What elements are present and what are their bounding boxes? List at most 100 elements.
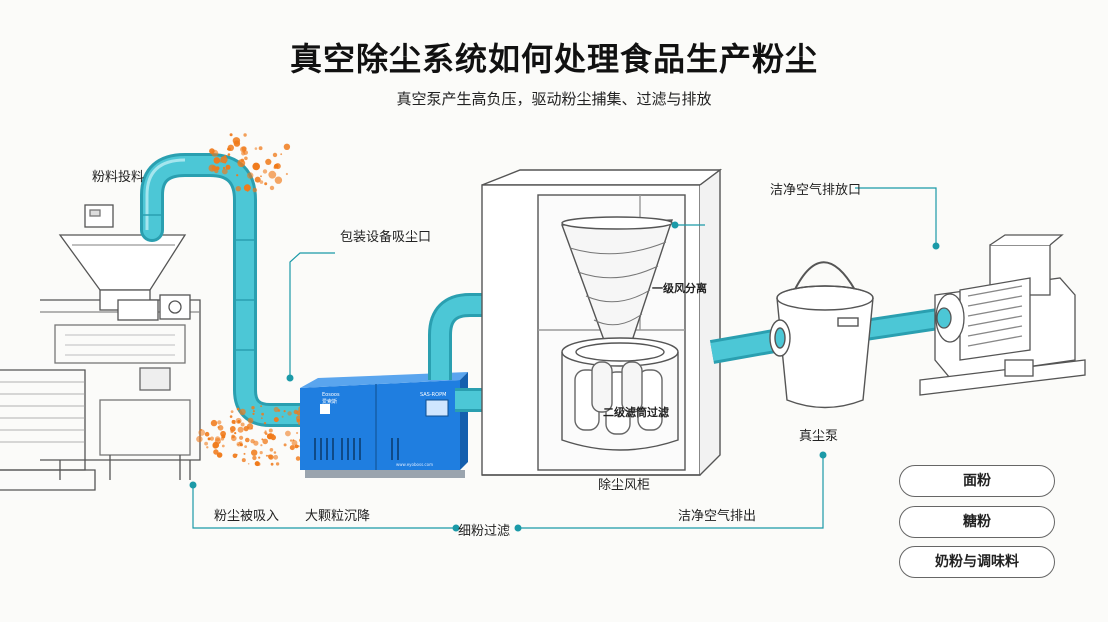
dust-particle bbox=[236, 407, 240, 411]
label-pump: 真尘泵 bbox=[799, 429, 839, 444]
bucket-separator bbox=[769, 261, 874, 409]
dust-particle bbox=[258, 456, 261, 459]
dust-particle bbox=[283, 410, 286, 413]
dust-particle bbox=[227, 148, 230, 151]
dust-particle bbox=[273, 406, 279, 413]
dust-particle bbox=[235, 417, 242, 424]
dust-particle bbox=[296, 431, 299, 435]
dust-particle bbox=[237, 159, 246, 168]
dust-particle bbox=[252, 187, 258, 193]
intake-pipe bbox=[140, 153, 312, 427]
unit-brand: Eosoos bbox=[322, 392, 340, 398]
dust-particle bbox=[216, 452, 223, 458]
dust-particle bbox=[231, 435, 237, 442]
dust-particle bbox=[208, 164, 216, 172]
dust-particle bbox=[240, 422, 245, 427]
dust-particle bbox=[260, 405, 262, 408]
dust-particle bbox=[227, 153, 231, 156]
dust-particle bbox=[217, 420, 222, 425]
dust-particle bbox=[269, 433, 273, 437]
dust-particle bbox=[236, 174, 239, 177]
label-fine-filter: 细粉过滤 bbox=[458, 524, 511, 539]
dust-particle bbox=[273, 163, 279, 169]
dust-particle bbox=[237, 426, 244, 433]
dust-particle bbox=[268, 454, 274, 460]
label-settling: 大颗粒沉降 bbox=[305, 509, 371, 524]
dust-particle bbox=[232, 453, 238, 459]
dust-particle bbox=[252, 410, 255, 413]
dust-particle bbox=[247, 172, 254, 179]
dust-particle bbox=[210, 419, 218, 427]
dust-particle bbox=[289, 439, 293, 442]
dust-particle bbox=[268, 428, 273, 433]
outlet-pipe bbox=[709, 307, 947, 364]
label-cyclone: 一级风分离 bbox=[652, 282, 707, 295]
dust-particle bbox=[243, 452, 246, 455]
material-pill-sugar: 糖粉 bbox=[899, 506, 1055, 538]
dust-particle bbox=[221, 434, 226, 439]
dust-particle bbox=[274, 176, 283, 184]
dust-particle bbox=[256, 462, 261, 466]
dust-particle bbox=[295, 456, 301, 461]
dust-particle bbox=[272, 152, 278, 158]
page-subtitle: 真空泵产生高负压，驱动粉尘捕集、过滤与排放 bbox=[396, 90, 712, 108]
dust-particle bbox=[260, 417, 263, 420]
dust-particle bbox=[215, 436, 221, 442]
dust-particle bbox=[260, 444, 263, 447]
dust-particle bbox=[204, 431, 210, 437]
dust-cabinet bbox=[481, 168, 723, 476]
dust-particle bbox=[247, 463, 250, 465]
leader-dots bbox=[189, 221, 940, 532]
dust-particle bbox=[289, 445, 295, 451]
dust-particle bbox=[196, 435, 203, 443]
label-dust-suction: 粉尘被吸入 bbox=[214, 509, 280, 524]
dust-particle bbox=[252, 455, 257, 461]
dust-particle bbox=[213, 157, 221, 164]
dust-particle bbox=[247, 417, 254, 424]
unit-site: www.eyoboss.com bbox=[396, 462, 433, 467]
dust-particle bbox=[273, 451, 277, 454]
label-packaging-inlet: 包装设备吸尘口 bbox=[340, 230, 432, 245]
unit-brand-cn: 爱索斯 bbox=[322, 398, 337, 405]
leader-lines bbox=[192, 187, 937, 529]
dust-particle bbox=[264, 182, 268, 186]
dust-particle bbox=[285, 172, 288, 176]
dust-particle bbox=[243, 184, 251, 192]
dust-particle bbox=[265, 454, 268, 457]
dust-particle bbox=[247, 426, 250, 429]
dust-particle bbox=[287, 411, 292, 416]
dust-particle bbox=[221, 168, 228, 175]
pump-motor bbox=[919, 234, 1086, 396]
dust-particle bbox=[220, 156, 228, 164]
dust-particle bbox=[239, 435, 244, 440]
dust-particle bbox=[264, 430, 267, 433]
label-cabinet: 除尘风柜 bbox=[598, 478, 651, 493]
dust-particle bbox=[259, 451, 263, 455]
dust-particles-top bbox=[208, 133, 291, 193]
dust-particle bbox=[262, 169, 268, 174]
dust-particle bbox=[281, 415, 284, 418]
dust-particle bbox=[273, 454, 279, 460]
dust-particle bbox=[234, 432, 237, 435]
dust-particle bbox=[270, 434, 276, 441]
dust-particle bbox=[294, 444, 299, 449]
dust-particle bbox=[243, 133, 247, 137]
dust-particle bbox=[265, 158, 272, 165]
dust-particle bbox=[291, 440, 298, 446]
dust-particle bbox=[229, 133, 233, 137]
dust-particle bbox=[244, 445, 248, 448]
dust-particle bbox=[261, 412, 264, 416]
dust-particle bbox=[252, 412, 255, 415]
dust-particle bbox=[246, 423, 254, 430]
dust-particle bbox=[212, 443, 218, 449]
dust-particle bbox=[280, 153, 283, 156]
label-clean-air-outlet: 洁净空气排放口 bbox=[770, 183, 862, 198]
dust-particle bbox=[235, 186, 241, 192]
dust-particle bbox=[244, 156, 248, 161]
dust-particle bbox=[285, 430, 291, 437]
dust-particle bbox=[236, 442, 242, 447]
dust-particle bbox=[251, 406, 255, 410]
dust-particle bbox=[209, 436, 214, 441]
dust-particle bbox=[283, 143, 291, 150]
